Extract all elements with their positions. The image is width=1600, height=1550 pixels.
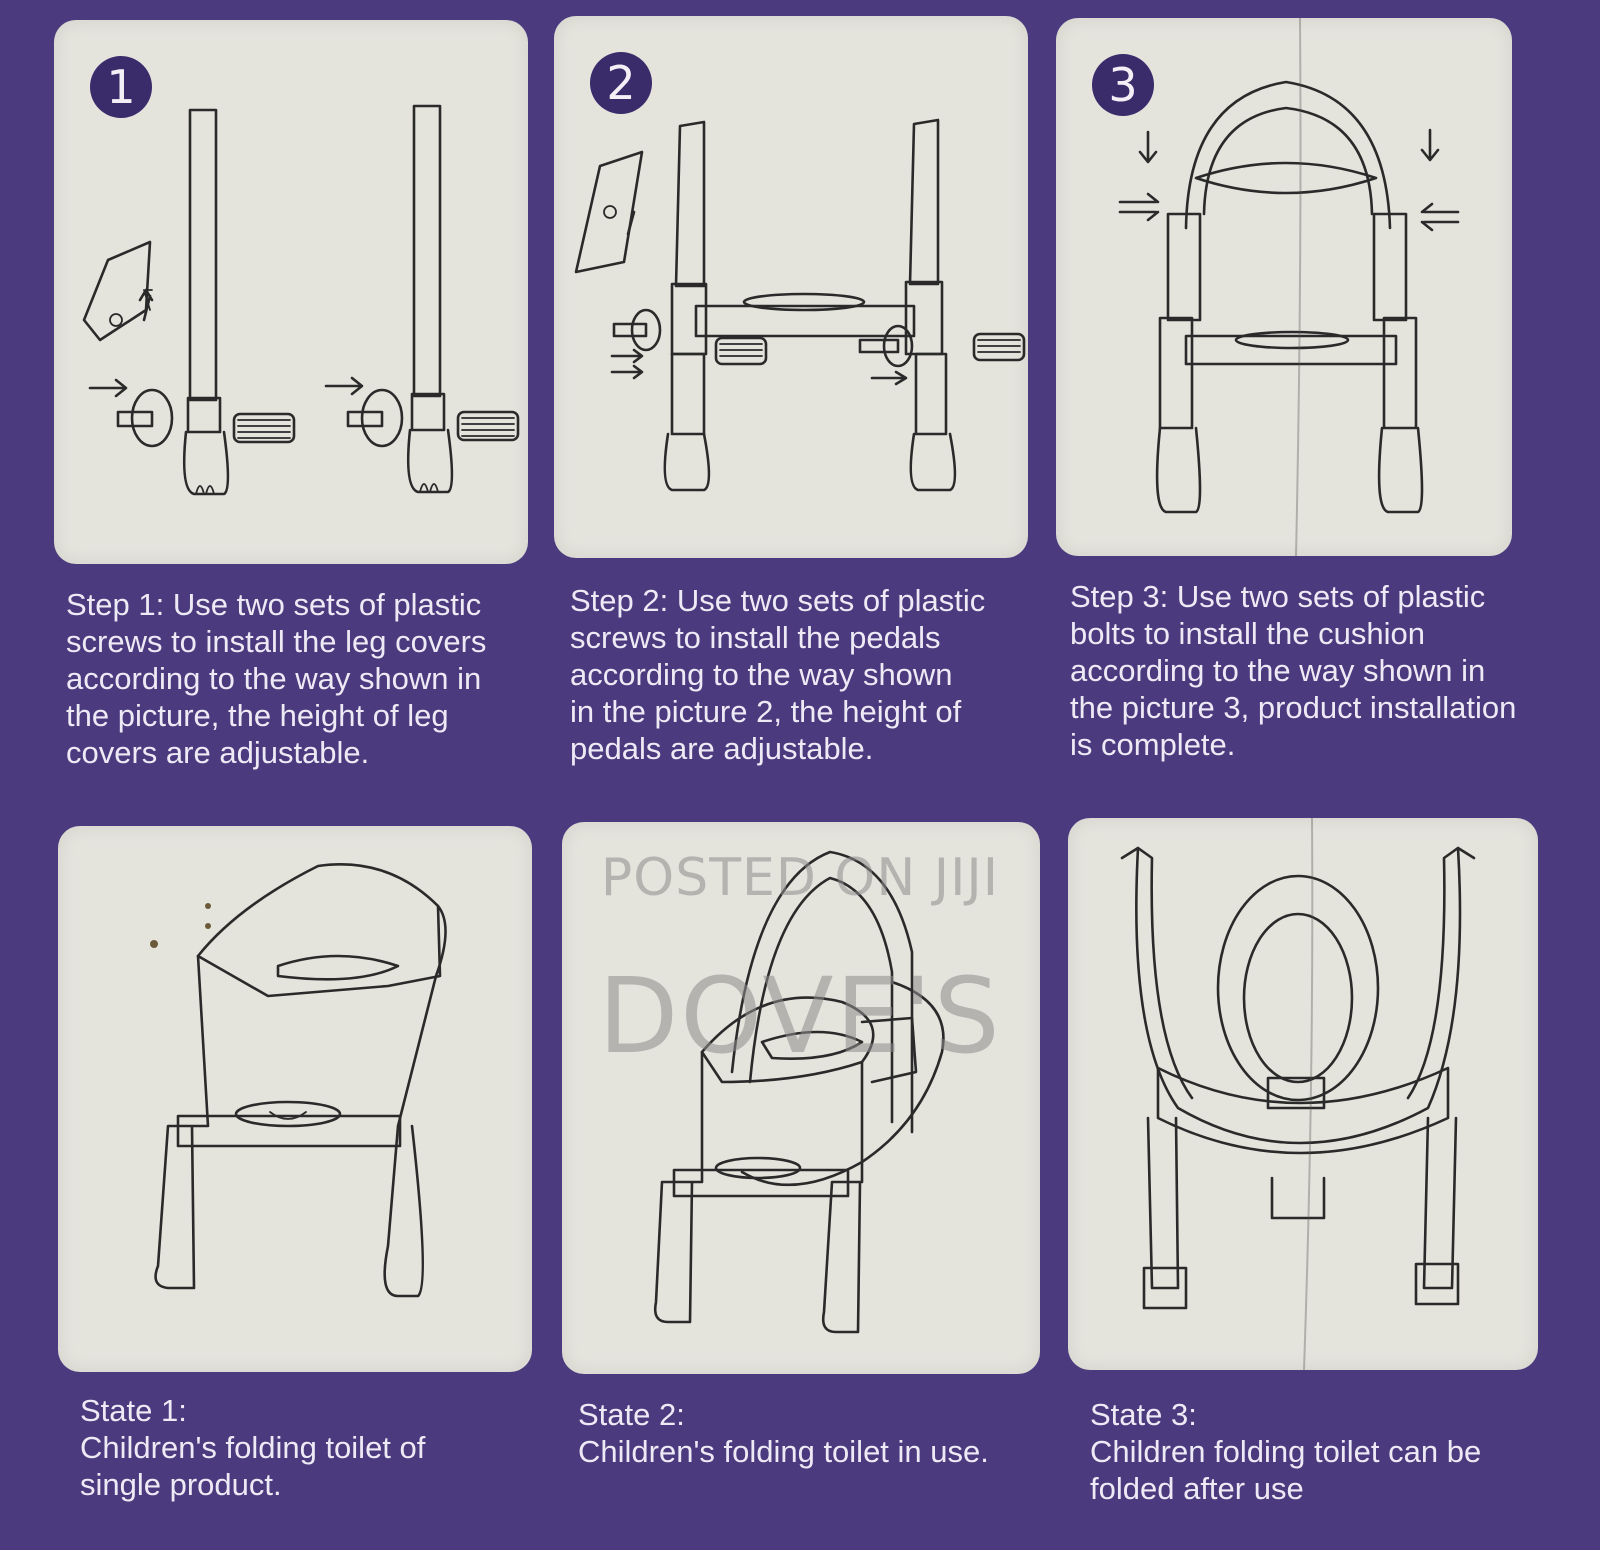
state-1-panel: [58, 826, 532, 1372]
state-2-caption: State 2: Children's folding toilet in us…: [578, 1397, 989, 1469]
step-2-panel: 2: [554, 16, 1028, 558]
step-2-illustration: [574, 118, 1026, 492]
step-2-caption: Step 2: Use two sets of plastic screws t…: [570, 583, 986, 766]
state-2-illustration: [653, 850, 945, 1334]
step-3-panel: 3: [1056, 18, 1512, 556]
state-1-illustration: [150, 863, 447, 1298]
step-1-illustration: [82, 104, 520, 496]
step-number-badge: 1: [90, 56, 152, 118]
state-2-panel: [562, 822, 1040, 1374]
step-1-panel: 1: [54, 20, 528, 564]
step-number-badge: 3: [1092, 54, 1154, 116]
step-1-caption: Step 1: Use two sets of plastic screws t…: [66, 587, 487, 770]
step-number-badge: 2: [590, 52, 652, 114]
state-3-illustration: [1120, 818, 1476, 1370]
step-3-illustration: [1118, 18, 1460, 556]
state-3-caption: State 3: Children folding toilet can be …: [1090, 1397, 1482, 1506]
step-3-caption: Step 3: Use two sets of plastic bolts to…: [1070, 579, 1517, 762]
state-1-caption: State 1: Children's folding toilet of si…: [80, 1393, 426, 1502]
state-3-panel: [1068, 818, 1538, 1370]
